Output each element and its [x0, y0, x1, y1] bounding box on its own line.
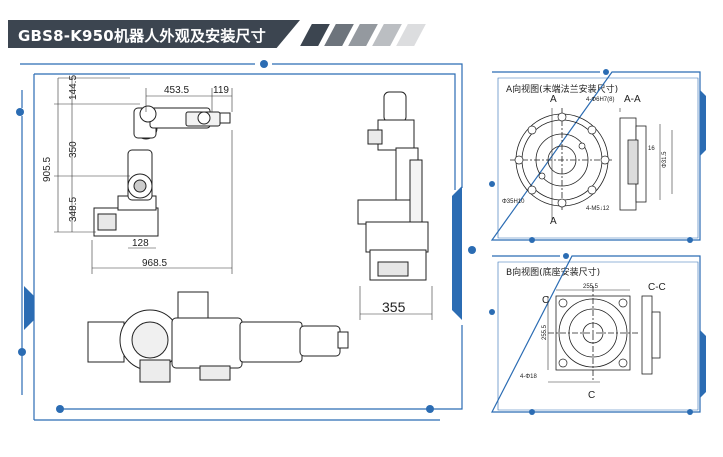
dim-total-reach: 968.5 — [142, 258, 167, 269]
side-dims — [54, 77, 233, 274]
section-aa: A-A — [624, 94, 641, 105]
dim-base-offset: 128 — [132, 238, 149, 249]
panel-a-title: A向视图(末端法兰安装尺寸) — [506, 85, 619, 95]
frame-tab — [24, 286, 34, 330]
depth-label: 16 — [648, 146, 655, 152]
front-dims — [359, 286, 433, 320]
section-c-bottom: C — [588, 390, 595, 401]
section-a-top: A — [550, 94, 557, 105]
page-title: GBS8-K950机器人外观及安装尺寸 — [18, 27, 266, 45]
section-cc: C-C — [648, 282, 666, 293]
frame-dot — [426, 405, 434, 413]
frame-dot — [18, 348, 26, 356]
section-a-bottom: A — [550, 216, 557, 227]
base-dims — [547, 289, 630, 383]
dim-total-height: 905.5 — [42, 157, 53, 182]
robot-side-view — [93, 105, 231, 237]
frame-dot — [16, 108, 24, 116]
dim-upper-arm: 350 — [68, 141, 79, 158]
pcd-label: Φ35H10 — [502, 199, 525, 205]
section-c-left: C — [542, 295, 549, 306]
dim-base-width: 355 — [382, 299, 406, 315]
hole-note: 4-Φ6H7(8) — [586, 97, 614, 103]
base-height-side: 255.5 — [542, 324, 548, 340]
flange-section — [619, 117, 647, 211]
panel-b-title: B向视图(底座安装尺寸) — [506, 268, 601, 278]
robot-front-view — [357, 91, 429, 281]
frame-tab — [452, 186, 462, 320]
flange-front — [510, 108, 614, 212]
panel-a-frame — [490, 71, 701, 241]
dim-flange-length: 119 — [213, 85, 229, 96]
dim-base-height: 348.5 — [68, 197, 79, 222]
dim-top-height: 144.5 — [68, 75, 79, 100]
base-plan — [548, 286, 640, 382]
flange-dia: Φ31.5 — [662, 151, 668, 168]
robot-top-view — [87, 291, 349, 383]
frame-dot — [56, 405, 64, 413]
base-holes — [558, 298, 628, 368]
flange-dims — [551, 108, 673, 220]
base-hole-note: 4-Φ18 — [520, 374, 537, 380]
thread-note: 4-M5↓12 — [586, 206, 610, 212]
panel-b-frame — [491, 255, 701, 413]
flange-holes — [514, 112, 610, 208]
frame-dot — [260, 60, 268, 68]
title-banner: GBS8-K950机器人外观及安装尺寸 — [8, 20, 300, 48]
base-width-top: 255.5 — [583, 284, 599, 290]
base-section — [641, 295, 661, 375]
dim-arm-length: 453.5 — [164, 85, 189, 96]
frame-dot — [468, 246, 476, 254]
